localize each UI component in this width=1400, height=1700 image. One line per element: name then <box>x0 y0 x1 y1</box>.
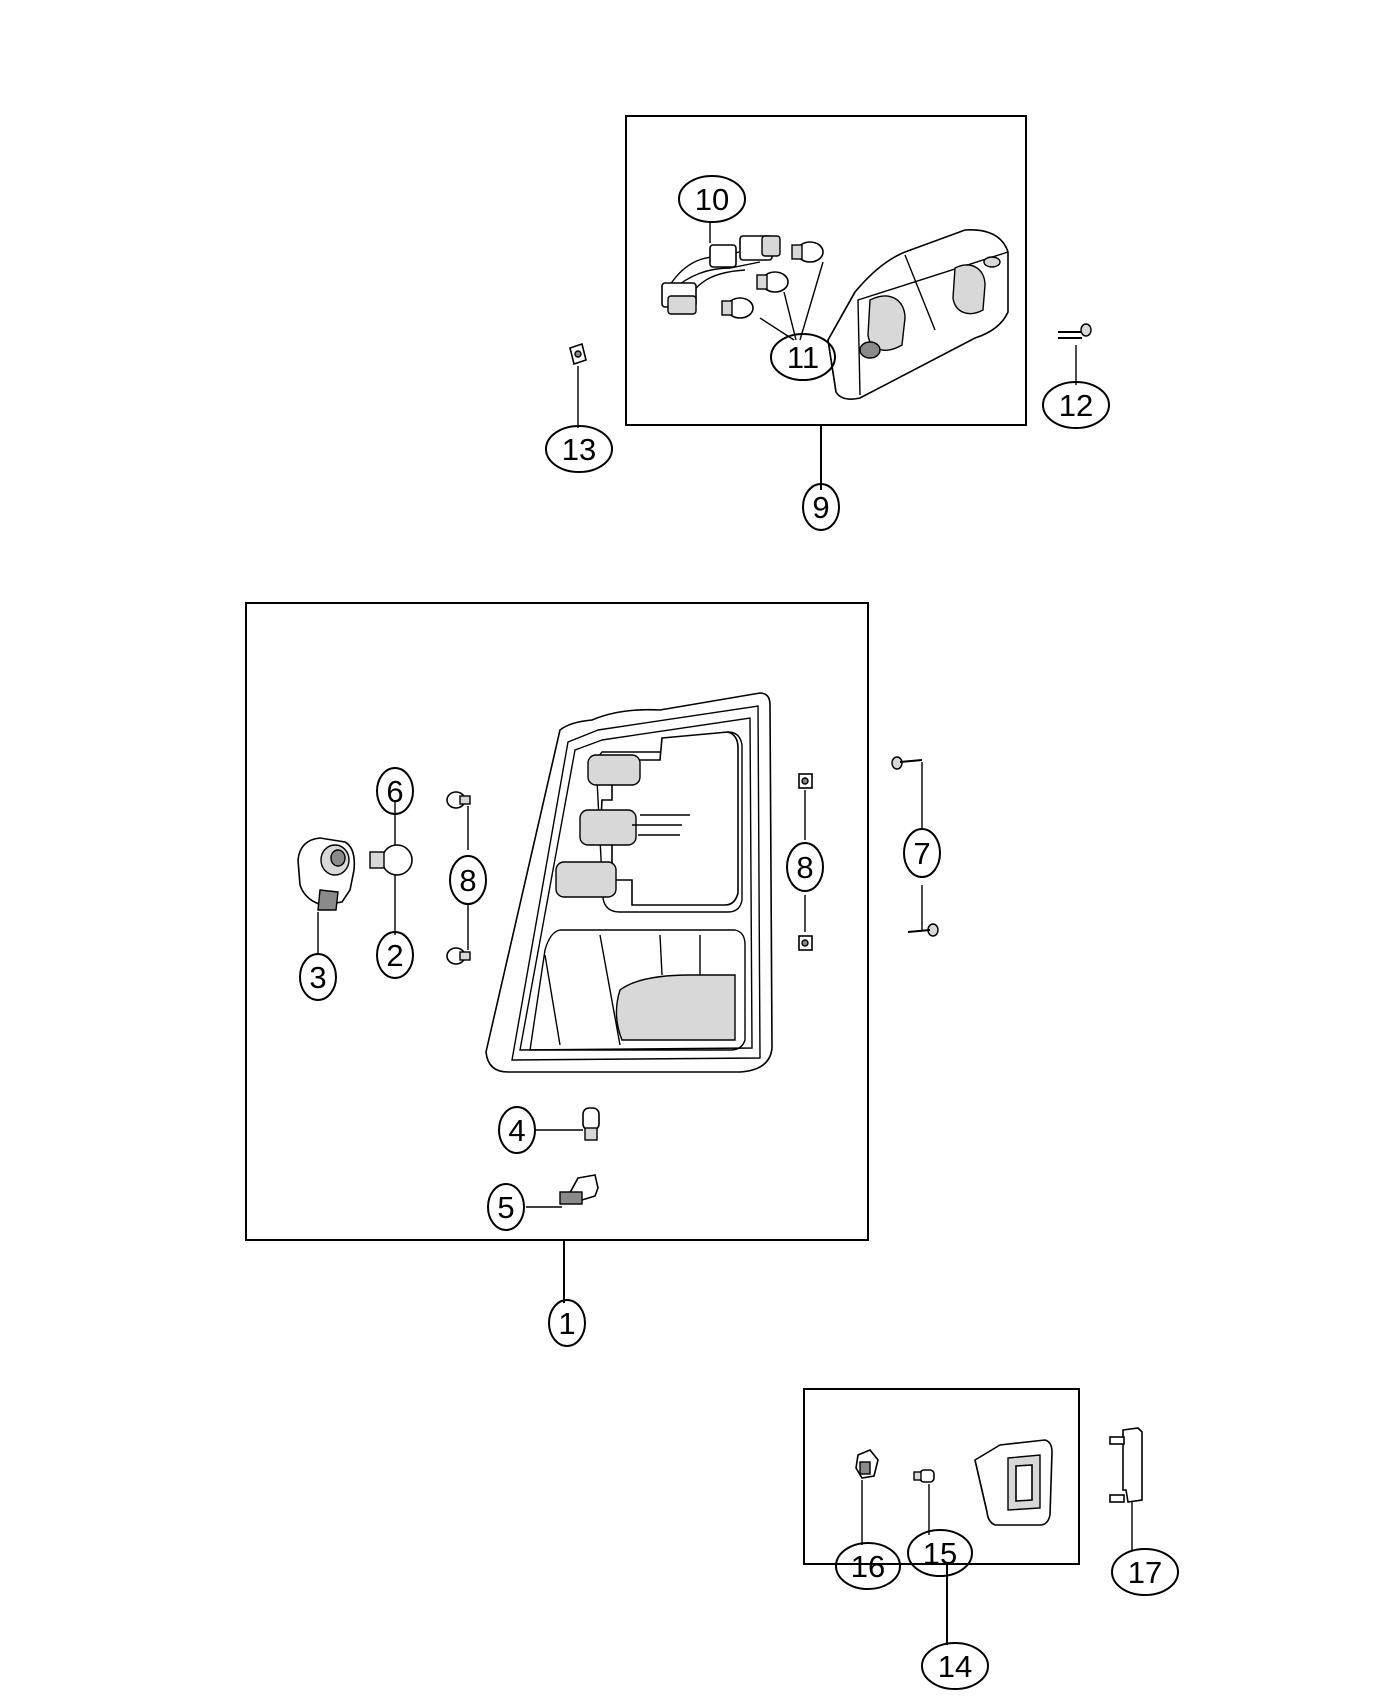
bulb-part <box>721 241 824 319</box>
svg-text:6: 6 <box>386 774 403 809</box>
svg-text:3: 3 <box>309 960 326 995</box>
callout-8-left[interactable]: 8 <box>449 855 487 905</box>
push-pin-part <box>446 791 471 965</box>
callout-3[interactable]: 3 <box>299 953 337 1001</box>
svg-text:16: 16 <box>851 1549 885 1584</box>
callout-12[interactable]: 12 <box>1042 381 1110 429</box>
svg-text:8: 8 <box>459 863 476 898</box>
svg-text:10: 10 <box>695 182 729 217</box>
group-box-14 <box>803 1388 1080 1645</box>
svg-text:4: 4 <box>508 1113 525 1148</box>
license-bulb-part <box>913 1469 935 1535</box>
wire-harness-part <box>661 235 781 315</box>
nut-part <box>569 342 587 428</box>
socket-part <box>297 837 356 955</box>
callout-2[interactable]: 2 <box>376 931 414 979</box>
callout-4[interactable]: 4 <box>498 1106 536 1154</box>
license-socket-part <box>855 1449 879 1545</box>
svg-text:11: 11 <box>787 340 819 375</box>
callout-14[interactable]: 14 <box>921 1642 989 1690</box>
svg-text:13: 13 <box>562 432 596 467</box>
license-lamp-part <box>974 1439 1053 1526</box>
svg-text:15: 15 <box>923 1536 957 1571</box>
svg-text:14: 14 <box>938 1649 972 1684</box>
screw-part <box>1058 323 1092 385</box>
tail-lamp-part <box>485 692 773 1073</box>
callout-6[interactable]: 6 <box>376 767 414 815</box>
svg-text:5: 5 <box>497 1190 514 1225</box>
tail-bulb-part <box>369 800 413 935</box>
callout-16[interactable]: 16 <box>835 1542 901 1590</box>
callout-15[interactable]: 15 <box>907 1529 973 1577</box>
chmsl-lamp-part <box>827 229 1009 400</box>
bracket-part <box>1109 1427 1143 1550</box>
u-nut-part <box>798 773 813 951</box>
callout-13[interactable]: 13 <box>545 425 613 473</box>
bolt-part <box>891 756 939 937</box>
callout-11[interactable]: 11 <box>770 333 836 381</box>
group-box-9 <box>625 115 1027 490</box>
svg-text:2: 2 <box>386 938 403 973</box>
callout-1[interactable]: 1 <box>548 1299 586 1347</box>
callout-7[interactable]: 7 <box>903 828 941 878</box>
wedge-socket-part <box>526 1174 599 1208</box>
svg-text:1: 1 <box>558 1306 575 1341</box>
svg-text:7: 7 <box>913 836 930 871</box>
callout-10[interactable]: 10 <box>678 175 746 223</box>
svg-text:9: 9 <box>812 490 829 525</box>
group-box-1 <box>245 602 869 1303</box>
wedge-bulb-part <box>536 1107 600 1141</box>
callout-9[interactable]: 9 <box>802 483 840 531</box>
callout-8-right[interactable]: 8 <box>786 842 824 892</box>
svg-text:12: 12 <box>1059 388 1093 423</box>
callout-17[interactable]: 17 <box>1111 1548 1179 1596</box>
callout-5[interactable]: 5 <box>487 1183 525 1231</box>
svg-text:8: 8 <box>796 850 813 885</box>
svg-text:17: 17 <box>1128 1555 1162 1590</box>
